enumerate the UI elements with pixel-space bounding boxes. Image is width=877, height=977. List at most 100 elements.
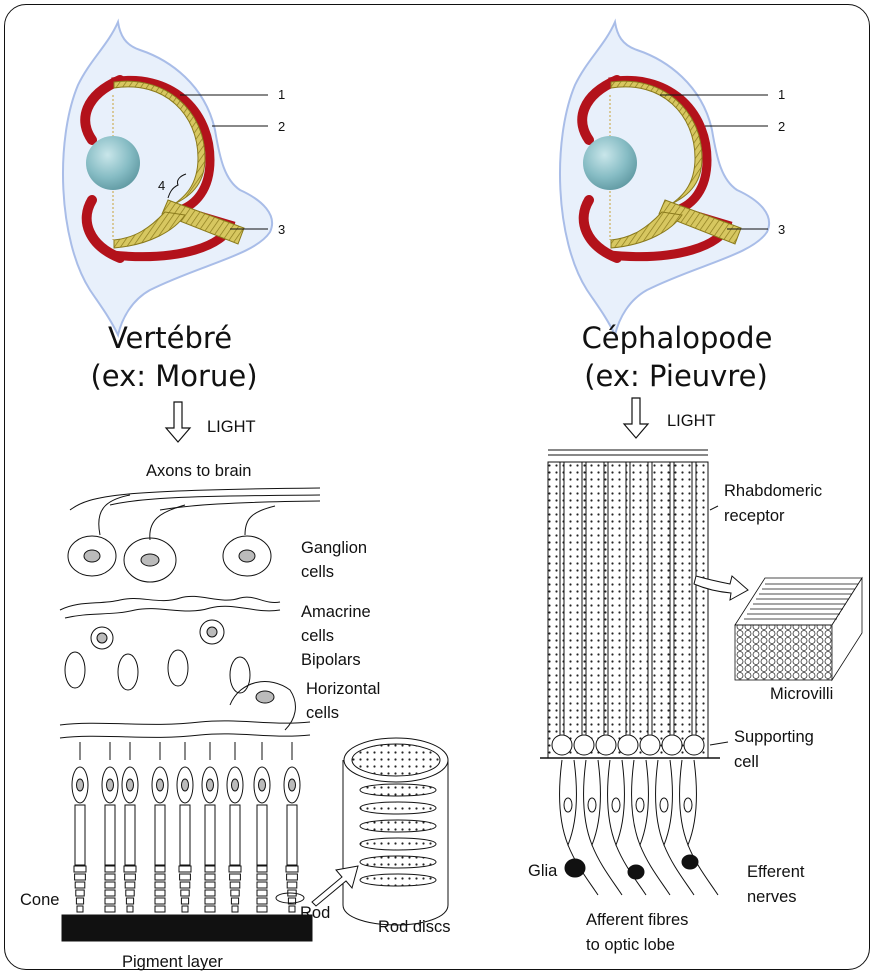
outer-segment-disc [232, 906, 238, 912]
outer-segment-disc [125, 874, 136, 880]
light-arrow-icon [166, 402, 190, 442]
bipolar-cell [230, 657, 250, 693]
nucleus [660, 798, 668, 812]
nucleus [289, 779, 296, 791]
receptor-layer [548, 462, 708, 758]
nucleus [77, 779, 84, 791]
outer-segment-disc [127, 906, 133, 912]
receptor-cell-body [656, 760, 673, 845]
nerve-fibre [664, 845, 694, 895]
outer-segment-disc [155, 890, 165, 896]
label-supporting: Supporting [734, 728, 814, 746]
glia-cell [628, 865, 644, 879]
vertebrate-eye: 1 2 3 4 [63, 22, 285, 335]
supporting-cell [596, 735, 616, 755]
rod-top-texture [352, 744, 440, 776]
pigment-layer [62, 915, 312, 941]
rod-segment [155, 805, 165, 865]
outer-segment-disc [105, 874, 115, 880]
label-glia: Glia [528, 862, 558, 880]
outer-segment-disc [105, 898, 115, 904]
nucleus [207, 779, 214, 791]
receptor-cell-body [584, 760, 601, 845]
lens [86, 136, 140, 190]
label-amacrine: Amacrine [301, 603, 371, 621]
eye-label-1: 1 [278, 87, 285, 102]
label-ganglion-2: cells [301, 563, 334, 581]
supporting-cell [574, 735, 594, 755]
outer-segment-disc [231, 898, 238, 904]
outer-segment-disc [77, 906, 83, 912]
label-afferent: Afferent fibres [586, 911, 688, 929]
outer-segment-disc [257, 882, 267, 888]
eye-label-4: 4 [158, 178, 165, 193]
outer-segment-disc [230, 874, 241, 880]
outer-segment-disc [289, 906, 295, 912]
label-microvilli: Microvilli [770, 685, 833, 703]
label-efferent: Efferent [747, 863, 805, 881]
outer-segment-disc [286, 866, 298, 872]
axon [245, 506, 275, 535]
receptor-cell-body [680, 760, 697, 845]
outer-segment-disc [182, 906, 188, 912]
outer-plexiform-layer [60, 721, 310, 725]
supporting-cell [662, 735, 682, 755]
inner-plexiform-layer [65, 606, 280, 618]
nucleus [239, 550, 255, 562]
outer-segment-disc [180, 874, 191, 880]
cone-segment [125, 805, 135, 865]
lens [583, 136, 637, 190]
outer-segment-disc [155, 866, 165, 872]
outer-segment-disc [124, 866, 136, 872]
rod-segment [205, 805, 215, 865]
rod-disc [360, 874, 436, 886]
outer-segment-disc [155, 874, 165, 880]
light-label: LIGHT [667, 412, 716, 430]
cone-segment [287, 805, 297, 865]
outer-segment-disc [257, 906, 267, 912]
bipolar-cell [65, 652, 85, 688]
eye-label-3: 3 [278, 222, 285, 237]
label-rod-discs: Rod discs [378, 918, 450, 936]
outer-segment-disc [205, 906, 215, 912]
label-afferent-2: to optic lobe [586, 936, 675, 954]
outer-segment-disc [155, 898, 165, 904]
outer-segment-disc [205, 874, 215, 880]
glia-cell [565, 859, 585, 877]
supporting-cell [552, 735, 572, 755]
axon-bundle [70, 488, 320, 510]
nerve-fibre [592, 845, 622, 895]
nucleus [84, 550, 100, 562]
axon-bundle [110, 495, 320, 505]
label-horizontal: Horizontal [306, 680, 380, 698]
outer-segment-disc [105, 906, 115, 912]
outer-segment-disc [76, 898, 83, 904]
leader-supporting [710, 742, 728, 745]
eye-label-2: 2 [278, 119, 285, 134]
label-amacrine-2: cells [301, 627, 334, 645]
outer-segment-disc [105, 866, 115, 872]
rod-disc [360, 784, 436, 796]
rod-disc [360, 802, 436, 814]
rod-disc [360, 856, 436, 868]
nucleus [684, 798, 692, 812]
outer-segment-disc [125, 882, 135, 888]
rod-disc [360, 838, 436, 850]
cone-segment [75, 805, 85, 865]
eye-label-3: 3 [778, 222, 785, 237]
label-pigment: Pigment layer [122, 953, 223, 971]
nucleus [564, 798, 572, 812]
label-ganglion: Ganglion [301, 539, 367, 557]
glia-cell [682, 855, 698, 869]
eye-label-1: 1 [778, 87, 785, 102]
nucleus [588, 798, 596, 812]
cephalopod-retina [540, 450, 728, 895]
nucleus [232, 779, 239, 791]
outer-segment-disc [229, 866, 241, 872]
nerve-fibre [688, 845, 718, 895]
nucleus [107, 779, 114, 791]
cone-segment [180, 805, 190, 865]
outer-segment-disc [205, 882, 215, 888]
vertebrate-retina [60, 488, 320, 941]
